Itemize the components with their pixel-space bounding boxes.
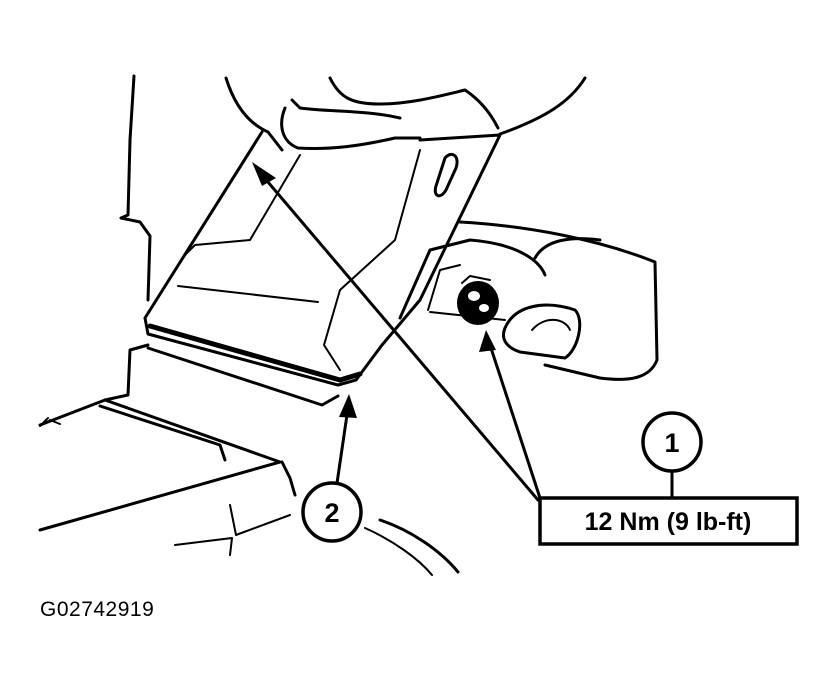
callout-2-number: 2 xyxy=(324,498,339,528)
left-hook xyxy=(39,417,61,427)
bracket-body xyxy=(143,130,502,387)
bracket-slot xyxy=(433,152,459,198)
base-step-2 xyxy=(146,346,340,407)
callout-2: 2 xyxy=(301,481,363,543)
torque-spec-label: 12 Nm (9 lb-ft) xyxy=(538,496,799,546)
figure-id: G02742919 xyxy=(40,598,155,621)
base-step xyxy=(38,343,150,427)
upper-arc-right xyxy=(498,76,587,136)
tube-bend-inner xyxy=(290,98,402,120)
bracket-front-face xyxy=(147,323,363,383)
torque-spec-text: 12 Nm (9 lb-ft) xyxy=(585,508,752,536)
bracket-inner-edge xyxy=(184,154,301,256)
arrowhead-upper xyxy=(252,162,276,186)
upper-arc xyxy=(328,76,500,130)
right-arm xyxy=(458,220,659,381)
callout-1-number: 1 xyxy=(664,428,679,458)
tube-bend xyxy=(280,106,422,150)
clip-tab xyxy=(502,303,582,360)
leader-line-callout-2 xyxy=(334,406,350,492)
base-plate xyxy=(38,398,282,532)
arrowhead-bolt xyxy=(479,330,496,352)
bracket-inner-edge-2 xyxy=(177,285,319,303)
base-bracket xyxy=(174,504,291,556)
bolt-icon xyxy=(457,275,499,325)
leader-line-bolt-arrow xyxy=(488,343,542,500)
base-lower-edge xyxy=(280,460,297,497)
leader-line-upper-arrow xyxy=(260,173,540,502)
bracket-inner-edge-3 xyxy=(323,149,421,371)
right-arm-top xyxy=(533,237,602,260)
upper-shroud xyxy=(224,76,284,152)
arrowhead-callout-2 xyxy=(339,394,357,418)
right-arm-lower xyxy=(398,238,547,320)
callout-1: 1 xyxy=(641,411,703,473)
base-plate-inner xyxy=(98,404,227,462)
left-edge-line xyxy=(119,74,152,302)
base-curve xyxy=(378,518,460,574)
clip-tab-inner xyxy=(531,318,571,331)
base-curve-2 xyxy=(364,527,433,576)
